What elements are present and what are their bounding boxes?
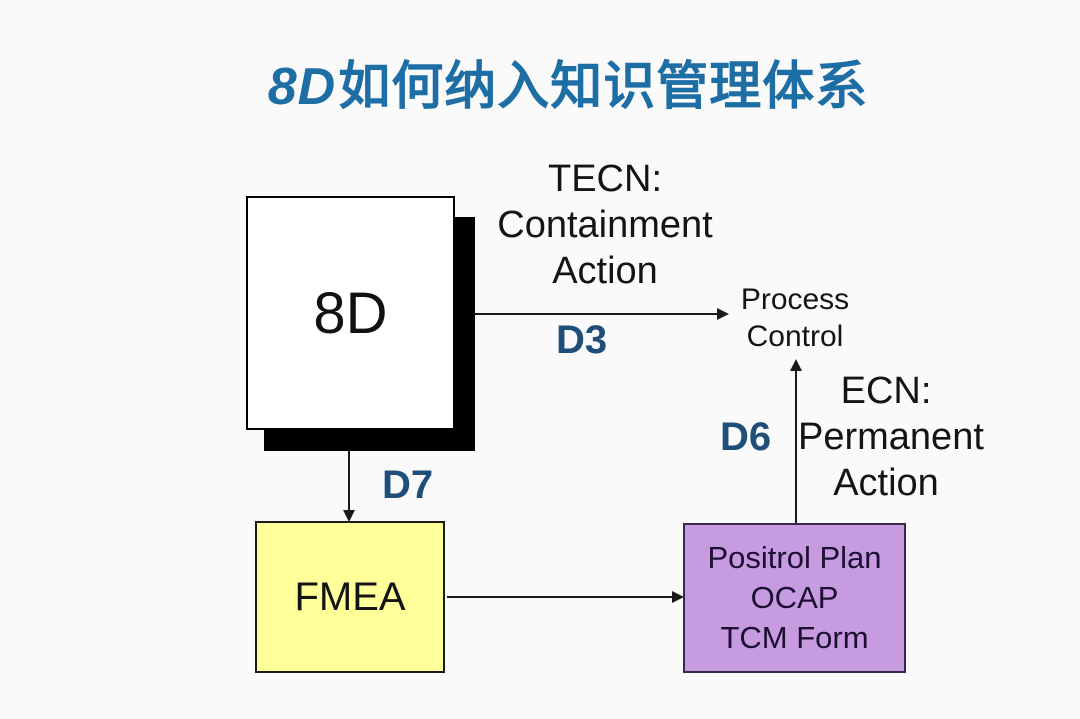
eight-d-box: 8D [246,196,455,430]
eight-d-box-label: 8D [313,280,388,346]
d7-arrow-line [348,451,350,512]
process-control-line-2: Control [746,320,844,353]
fmea-box: FMEA [255,521,445,673]
d3-annotation: TECN: Containment Action [455,156,755,294]
arrowhead-down-icon [343,510,355,522]
positrol-box-line-3: TCM Form [720,620,869,655]
d3-annotation-line-3: Action [552,250,658,292]
positrol-box-line-1: Positrol Plan [707,540,882,575]
d6-arrow-line [795,370,797,523]
fmea-to-positrol-arrow-line [447,596,673,598]
fmea-box-label: FMEA [294,574,406,619]
process-control-line-1: Process [740,283,850,316]
page-title: 8D如何纳入知识管理体系 [0,44,1080,119]
positrol-box: Positrol Plan OCAP TCM Form [683,523,906,673]
arrowhead-right-icon [672,591,684,603]
title-text: 如何纳入知识管理体系 [338,58,869,116]
d3-step-label: D3 [556,318,608,362]
d6-annotation-line-1: ECN: [840,370,932,412]
d3-arrow-line [474,313,718,315]
positrol-box-line-2: OCAP [750,580,839,615]
d3-annotation-line-1: TECN: [548,158,662,200]
d6-annotation: ECN: Permanent Action [798,368,984,506]
d6-annotation-line-3: Action [833,462,939,504]
d3-annotation-line-2: Containment [497,204,713,246]
d7-step-label: D7 [382,463,434,507]
arrowhead-right-icon [717,308,729,320]
d6-step-label: D6 [720,415,772,459]
arrowhead-up-icon [790,359,802,371]
d6-annotation-line-2: Permanent [798,416,984,458]
title-prefix: 8D [267,58,337,116]
process-control-node: Process Control [712,281,878,355]
